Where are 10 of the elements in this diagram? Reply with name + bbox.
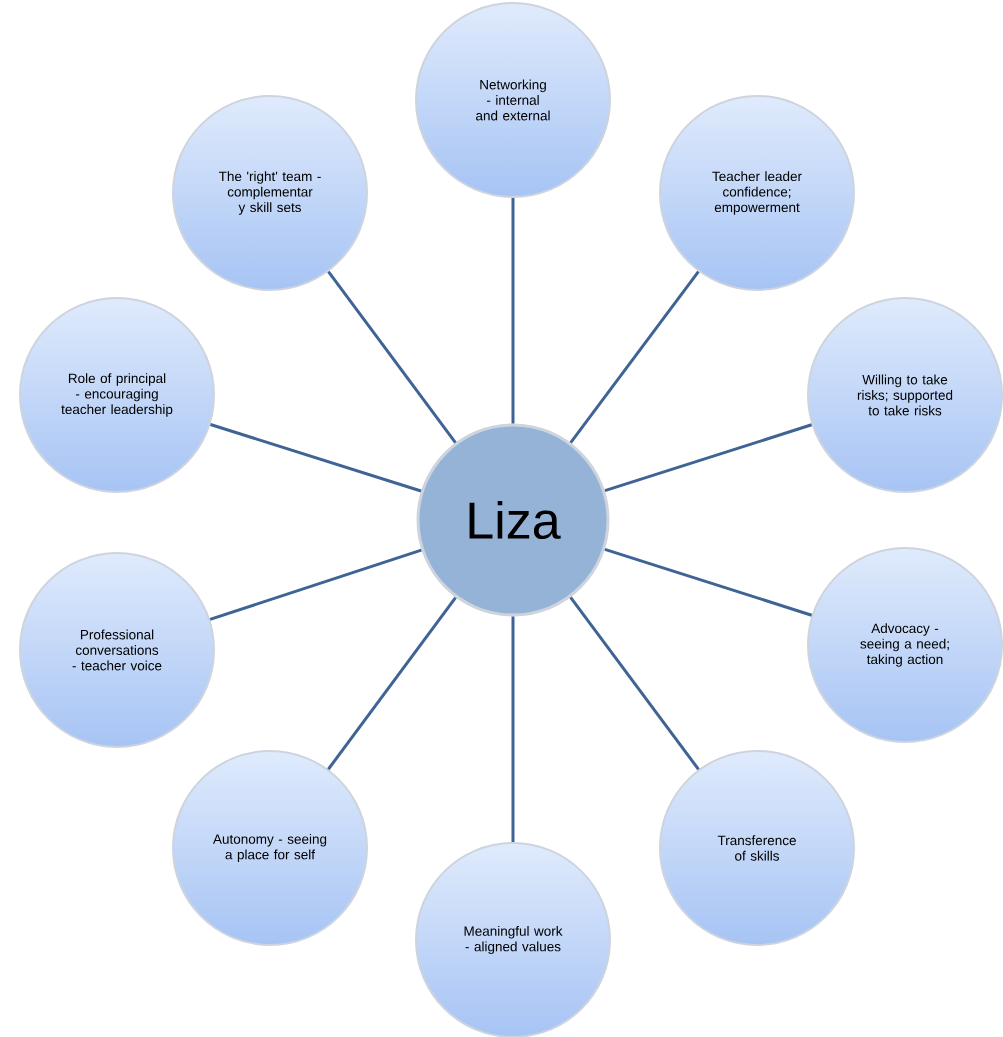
connector-line [209, 548, 422, 621]
connector-line [604, 547, 813, 617]
connector-line [210, 423, 422, 493]
connector-line [327, 596, 457, 771]
connector-line [604, 423, 813, 493]
connector-line [569, 596, 700, 771]
connector-line [511, 198, 515, 424]
connector-line [569, 270, 700, 444]
connector-line [327, 270, 457, 444]
connector-line [511, 616, 515, 842]
